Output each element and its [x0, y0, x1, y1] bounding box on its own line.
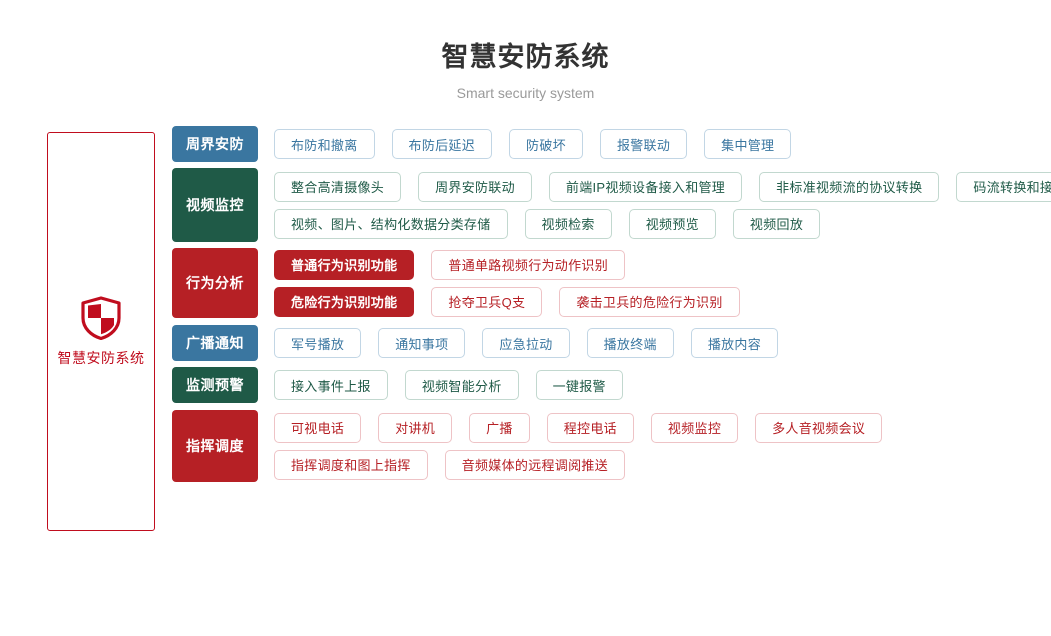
capability-items-dispatch: 可视电话 对讲机 广播 程控电话 视频监控 多人音视频会议 指挥调度和图上指挥 … — [274, 410, 883, 482]
capability-matrix: 周界安防 布防和撤离 布防后延迟 防破坏 报警联动 集中管理 视频监控 整合高清… — [172, 126, 1051, 488]
page-subtitle: Smart security system — [456, 85, 595, 101]
capability-line: 指挥调度和图上指挥 音频媒体的远程调阅推送 — [274, 449, 882, 480]
capability-row-dispatch: 指挥调度 可视电话 对讲机 广播 程控电话 视频监控 多人音视频会议 指挥调度和… — [172, 410, 1032, 482]
capability-chip[interactable]: 对讲机 — [378, 412, 453, 443]
capability-items-broadcast: 军号播放 通知事项 应急拉动 播放终端 播放内容 — [274, 325, 779, 361]
capability-chip[interactable]: 通知事项 — [378, 328, 466, 358]
capability-chip[interactable]: 视频预览 — [628, 208, 716, 239]
category-label-behavior[interactable]: 行为分析 — [172, 248, 258, 318]
capability-chip[interactable]: 广播 — [469, 412, 530, 443]
capability-chip[interactable]: 播放内容 — [690, 328, 779, 358]
category-label-video[interactable]: 视频监控 — [172, 168, 258, 242]
capability-chip[interactable]: 接入事件上报 — [274, 370, 388, 400]
capability-subheader-chip[interactable]: 普通行为识别功能 — [274, 249, 415, 280]
capability-chip[interactable]: 多人音视频会议 — [755, 412, 883, 443]
capability-chip[interactable]: 军号播放 — [274, 328, 362, 358]
capability-chip[interactable]: 整合高清摄像头 — [274, 171, 402, 202]
page-title: 智慧安防系统 — [441, 42, 610, 72]
capability-chip[interactable]: 集中管理 — [704, 129, 792, 159]
brand-label: 智慧安防系统 — [57, 349, 145, 366]
capability-chip[interactable]: 非标准视频流的协议转换 — [759, 171, 940, 202]
capability-row-video: 视频监控 整合高清摄像头 周界安防联动 前端IP视频设备接入和管理 非标准视频流… — [172, 168, 1051, 242]
capability-chip[interactable]: 报警联动 — [599, 129, 688, 159]
capability-line: 普通行为识别功能 普通单路视频行为动作识别 — [274, 249, 740, 280]
category-label-monitoring[interactable]: 监测预警 — [172, 367, 258, 403]
capability-items-monitoring: 接入事件上报 视频智能分析 一键报警 — [274, 367, 623, 403]
capability-items-video: 整合高清摄像头 周界安防联动 前端IP视频设备接入和管理 非标准视频流的协议转换… — [274, 168, 1051, 242]
brand-panel: 智慧安防系统 — [47, 132, 155, 531]
capability-line: 危险行为识别功能 抢夺卫兵Q支 袭击卫兵的危险行为识别 — [274, 286, 740, 317]
capability-line: 布防和撤离 布防后延迟 防破坏 报警联动 集中管理 — [274, 129, 792, 159]
brand-panel-content: 智慧安防系统 — [48, 133, 154, 530]
capability-chip[interactable]: 袭击卫兵的危险行为识别 — [559, 286, 740, 317]
capability-chip[interactable]: 普通单路视频行为动作识别 — [431, 249, 626, 280]
capability-line: 整合高清摄像头 周界安防联动 前端IP视频设备接入和管理 非标准视频流的协议转换… — [274, 171, 1051, 202]
capability-chip[interactable]: 码流转换和接口转换 — [956, 171, 1051, 202]
capability-row-broadcast: 广播通知 军号播放 通知事项 应急拉动 播放终端 播放内容 — [172, 325, 1032, 361]
capability-chip[interactable]: 布防后延迟 — [391, 129, 493, 159]
capability-line: 军号播放 通知事项 应急拉动 播放终端 播放内容 — [274, 328, 779, 358]
capability-chip[interactable]: 一键报警 — [535, 370, 623, 400]
capability-chip[interactable]: 视频监控 — [650, 412, 739, 443]
capability-chip[interactable]: 防破坏 — [509, 129, 583, 159]
capability-chip[interactable]: 视频检索 — [524, 208, 612, 239]
capability-chip[interactable]: 抢夺卫兵Q支 — [431, 286, 543, 317]
capability-chip[interactable]: 视频智能分析 — [404, 370, 519, 400]
capability-chip[interactable]: 指挥调度和图上指挥 — [274, 449, 428, 480]
capability-row-perimeter: 周界安防 布防和撤离 布防后延迟 防破坏 报警联动 集中管理 — [172, 126, 1032, 162]
capability-chip[interactable]: 周界安防联动 — [418, 171, 532, 202]
capability-row-monitoring: 监测预警 接入事件上报 视频智能分析 一键报警 — [172, 367, 1032, 403]
capability-line: 可视电话 对讲机 广播 程控电话 视频监控 多人音视频会议 — [274, 412, 883, 443]
capability-row-behavior: 行为分析 普通行为识别功能 普通单路视频行为动作识别 危险行为识别功能 抢夺卫兵… — [172, 248, 1032, 318]
capability-chip[interactable]: 程控电话 — [546, 412, 634, 443]
capability-items-behavior: 普通行为识别功能 普通单路视频行为动作识别 危险行为识别功能 抢夺卫兵Q支 袭击… — [274, 248, 740, 318]
page-header: 智慧安防系统 Smart security system — [0, 40, 1051, 102]
capability-chip[interactable]: 应急拉动 — [482, 328, 570, 358]
capability-chip[interactable]: 前端IP视频设备接入和管理 — [548, 171, 743, 202]
capability-line: 视频、图片、结构化数据分类存储 视频检索 视频预览 视频回放 — [274, 208, 1051, 239]
capability-chip[interactable]: 视频、图片、结构化数据分类存储 — [274, 208, 508, 239]
capability-subheader-chip[interactable]: 危险行为识别功能 — [274, 286, 415, 317]
category-label-perimeter[interactable]: 周界安防 — [172, 126, 258, 162]
capability-chip[interactable]: 可视电话 — [274, 412, 362, 443]
capability-chip[interactable]: 播放终端 — [586, 328, 674, 358]
category-label-broadcast[interactable]: 广播通知 — [172, 325, 258, 361]
capability-items-perimeter: 布防和撤离 布防后延迟 防破坏 报警联动 集中管理 — [274, 126, 792, 162]
capability-chip[interactable]: 视频回放 — [732, 208, 821, 239]
category-label-dispatch[interactable]: 指挥调度 — [172, 410, 258, 482]
shield-icon — [80, 295, 122, 340]
capability-line: 接入事件上报 视频智能分析 一键报警 — [274, 370, 623, 400]
capability-chip[interactable]: 布防和撤离 — [274, 129, 375, 159]
capability-chip[interactable]: 音频媒体的远程调阅推送 — [444, 449, 626, 480]
